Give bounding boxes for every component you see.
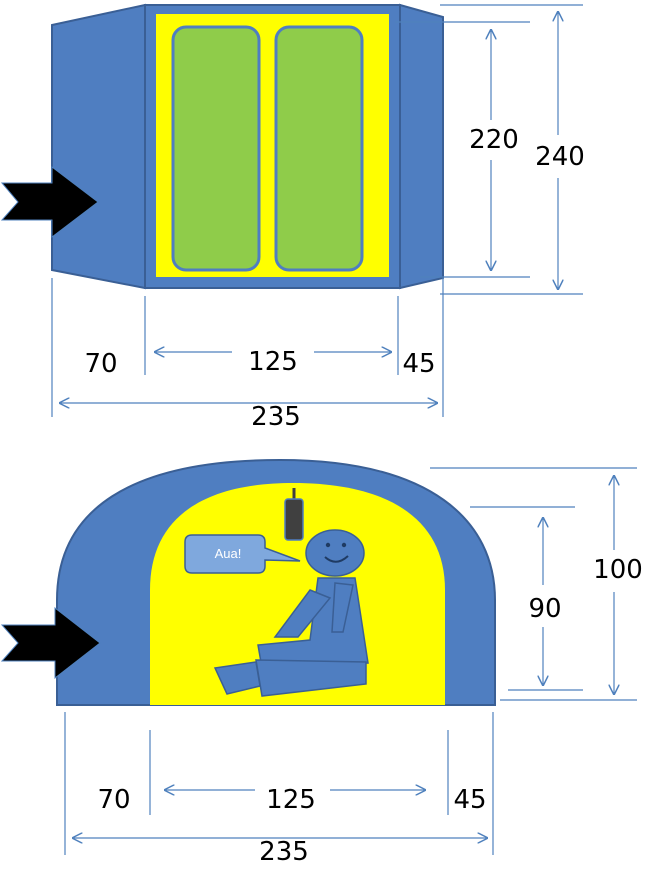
side-total-height-label: 100 (593, 555, 643, 585)
entrance-arrow-icon (0, 165, 99, 239)
right-mattress (274, 25, 364, 272)
top-front-vestibule-label: 70 (84, 349, 117, 379)
side-inner-height-label: 90 (528, 594, 561, 624)
side-view: Aua! 90 100 70 (0, 458, 643, 867)
top-rear-vestibule (399, 3, 444, 290)
left-mattress (171, 25, 261, 272)
top-inner-length-label: 125 (248, 347, 298, 377)
side-rear-vestibule-label: 45 (453, 785, 486, 815)
entrance-arrow-icon (0, 606, 101, 680)
person-icon (213, 529, 369, 697)
top-rear-vestibule-label: 45 (402, 349, 435, 379)
top-inner-width-label: 220 (469, 125, 519, 155)
top-front-vestibule (51, 3, 146, 290)
side-front-vestibule-label: 70 (97, 785, 130, 815)
top-total-width-label: 240 (535, 142, 585, 172)
side-total-length-label: 235 (259, 837, 309, 867)
speech-bubble: Aua! (184, 534, 301, 574)
top-total-length-label: 235 (251, 402, 301, 432)
top-view: 220 240 70 125 45 235 (0, 3, 585, 432)
side-inner-length-label: 125 (266, 785, 316, 815)
lamp-icon (284, 488, 304, 541)
speech-bubble-text: Aua! (215, 546, 242, 561)
